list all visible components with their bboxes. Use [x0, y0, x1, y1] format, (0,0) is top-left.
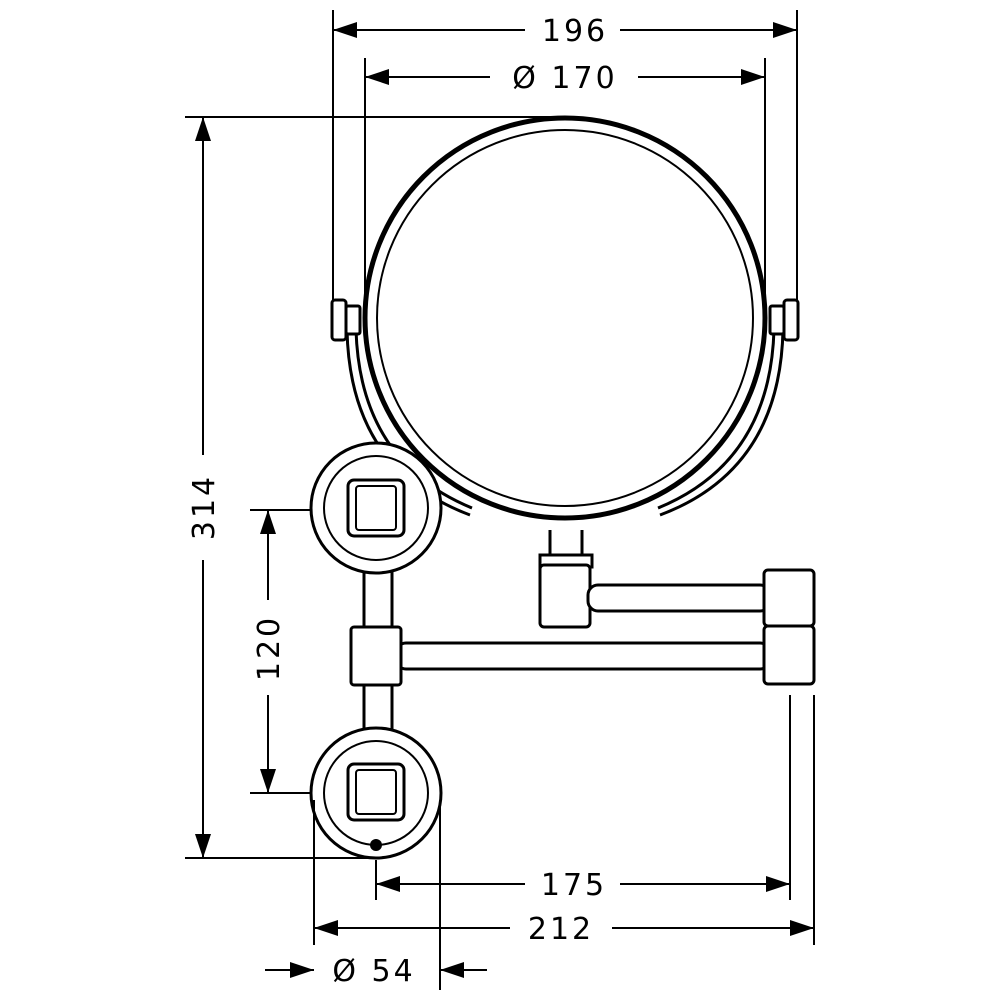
dimension-label-diameter-170: Ø 170: [512, 61, 617, 96]
lower-arm: [394, 624, 816, 686]
dimension-label-120: 120: [252, 615, 287, 681]
dimension-mount-spacing: 120: [250, 509, 310, 794]
dimension-total-depth: 212: [313, 695, 815, 947]
dimension-mirror-width: 196: [332, 10, 798, 300]
upper-arm: [538, 563, 816, 629]
dimension-label-196: 196: [542, 14, 608, 49]
dimension-label-175: 175: [541, 868, 607, 903]
dimension-label-212: 212: [528, 912, 594, 947]
dimension-label-diameter-54: Ø 54: [332, 954, 415, 989]
dimension-total-height: 314: [185, 116, 565, 859]
dimension-label-314: 314: [187, 474, 222, 540]
dimension-mirror-diameter: Ø 170: [364, 58, 766, 300]
dimension-arm-reach: 175: [375, 695, 791, 903]
dimension-rosette-diameter: Ø 54: [265, 800, 487, 990]
wall-bracket: [309, 441, 443, 860]
